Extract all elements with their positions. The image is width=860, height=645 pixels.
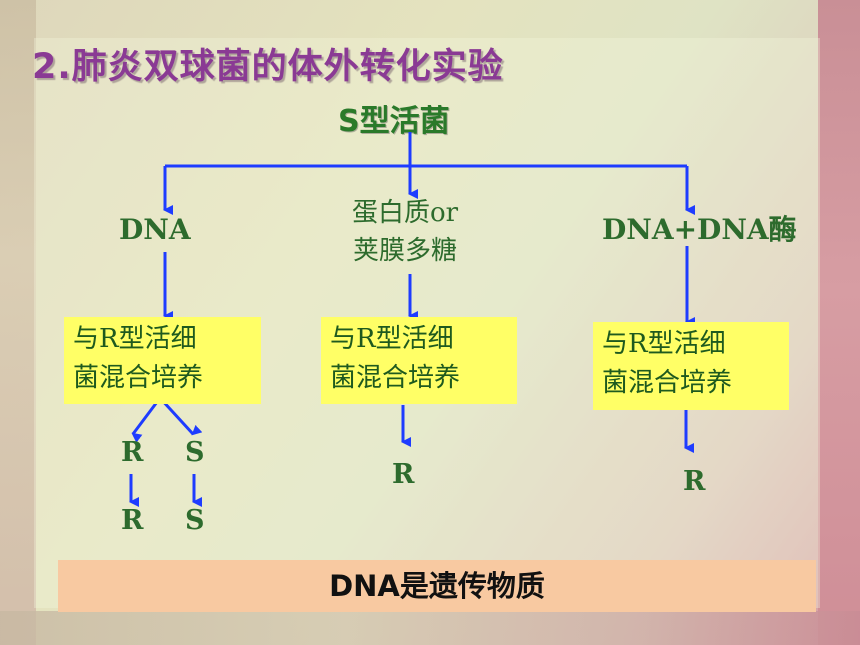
branch-label-dna-dnase: DNA+DNA酶 [602,213,797,246]
result-left-s1: S [185,437,205,468]
culture-box-right: 与R型活细 菌混合培养 [593,322,789,410]
split-left-line [131,397,162,443]
culture-box-left-line2: 菌混合培养 [73,363,204,393]
culture-box-right-line2: 菌混合培养 [602,368,733,398]
culture-box-left: 与R型活细 菌混合培养 [64,317,261,404]
root-node-s-strain: S型活菌 [338,104,450,139]
branch-label-protein-line1: 蛋白质or [351,198,459,228]
conclusion-banner: DNA是遗传物质 [58,560,816,612]
background-left-edge [0,0,36,645]
background-right-edge [818,0,860,645]
branch-label-protein-polysaccharide: 蛋白质or 荚膜多糖 [330,194,480,270]
culture-box-right-line1: 与R型活细 [602,329,726,359]
split-right-line [158,396,203,436]
result-right-r: R [683,466,706,497]
branch-label-dna: DNA [119,213,191,246]
result-left-r1: R [121,437,144,468]
culture-box-left-line1: 与R型活细 [73,324,197,354]
result-left-s2: S [185,505,205,536]
branch-label-protein-line2: 荚膜多糖 [352,236,457,266]
culture-box-middle: 与R型活细 菌混合培养 [321,317,517,404]
result-left-r2: R [121,505,144,536]
slide-title: 2.肺炎双球菌的体外转化实验 [32,47,504,87]
background-bottom-edge [0,611,860,645]
culture-box-middle-line1: 与R型活细 [330,324,454,354]
result-middle-r: R [392,459,415,490]
culture-box-middle-line2: 菌混合培养 [330,363,461,393]
